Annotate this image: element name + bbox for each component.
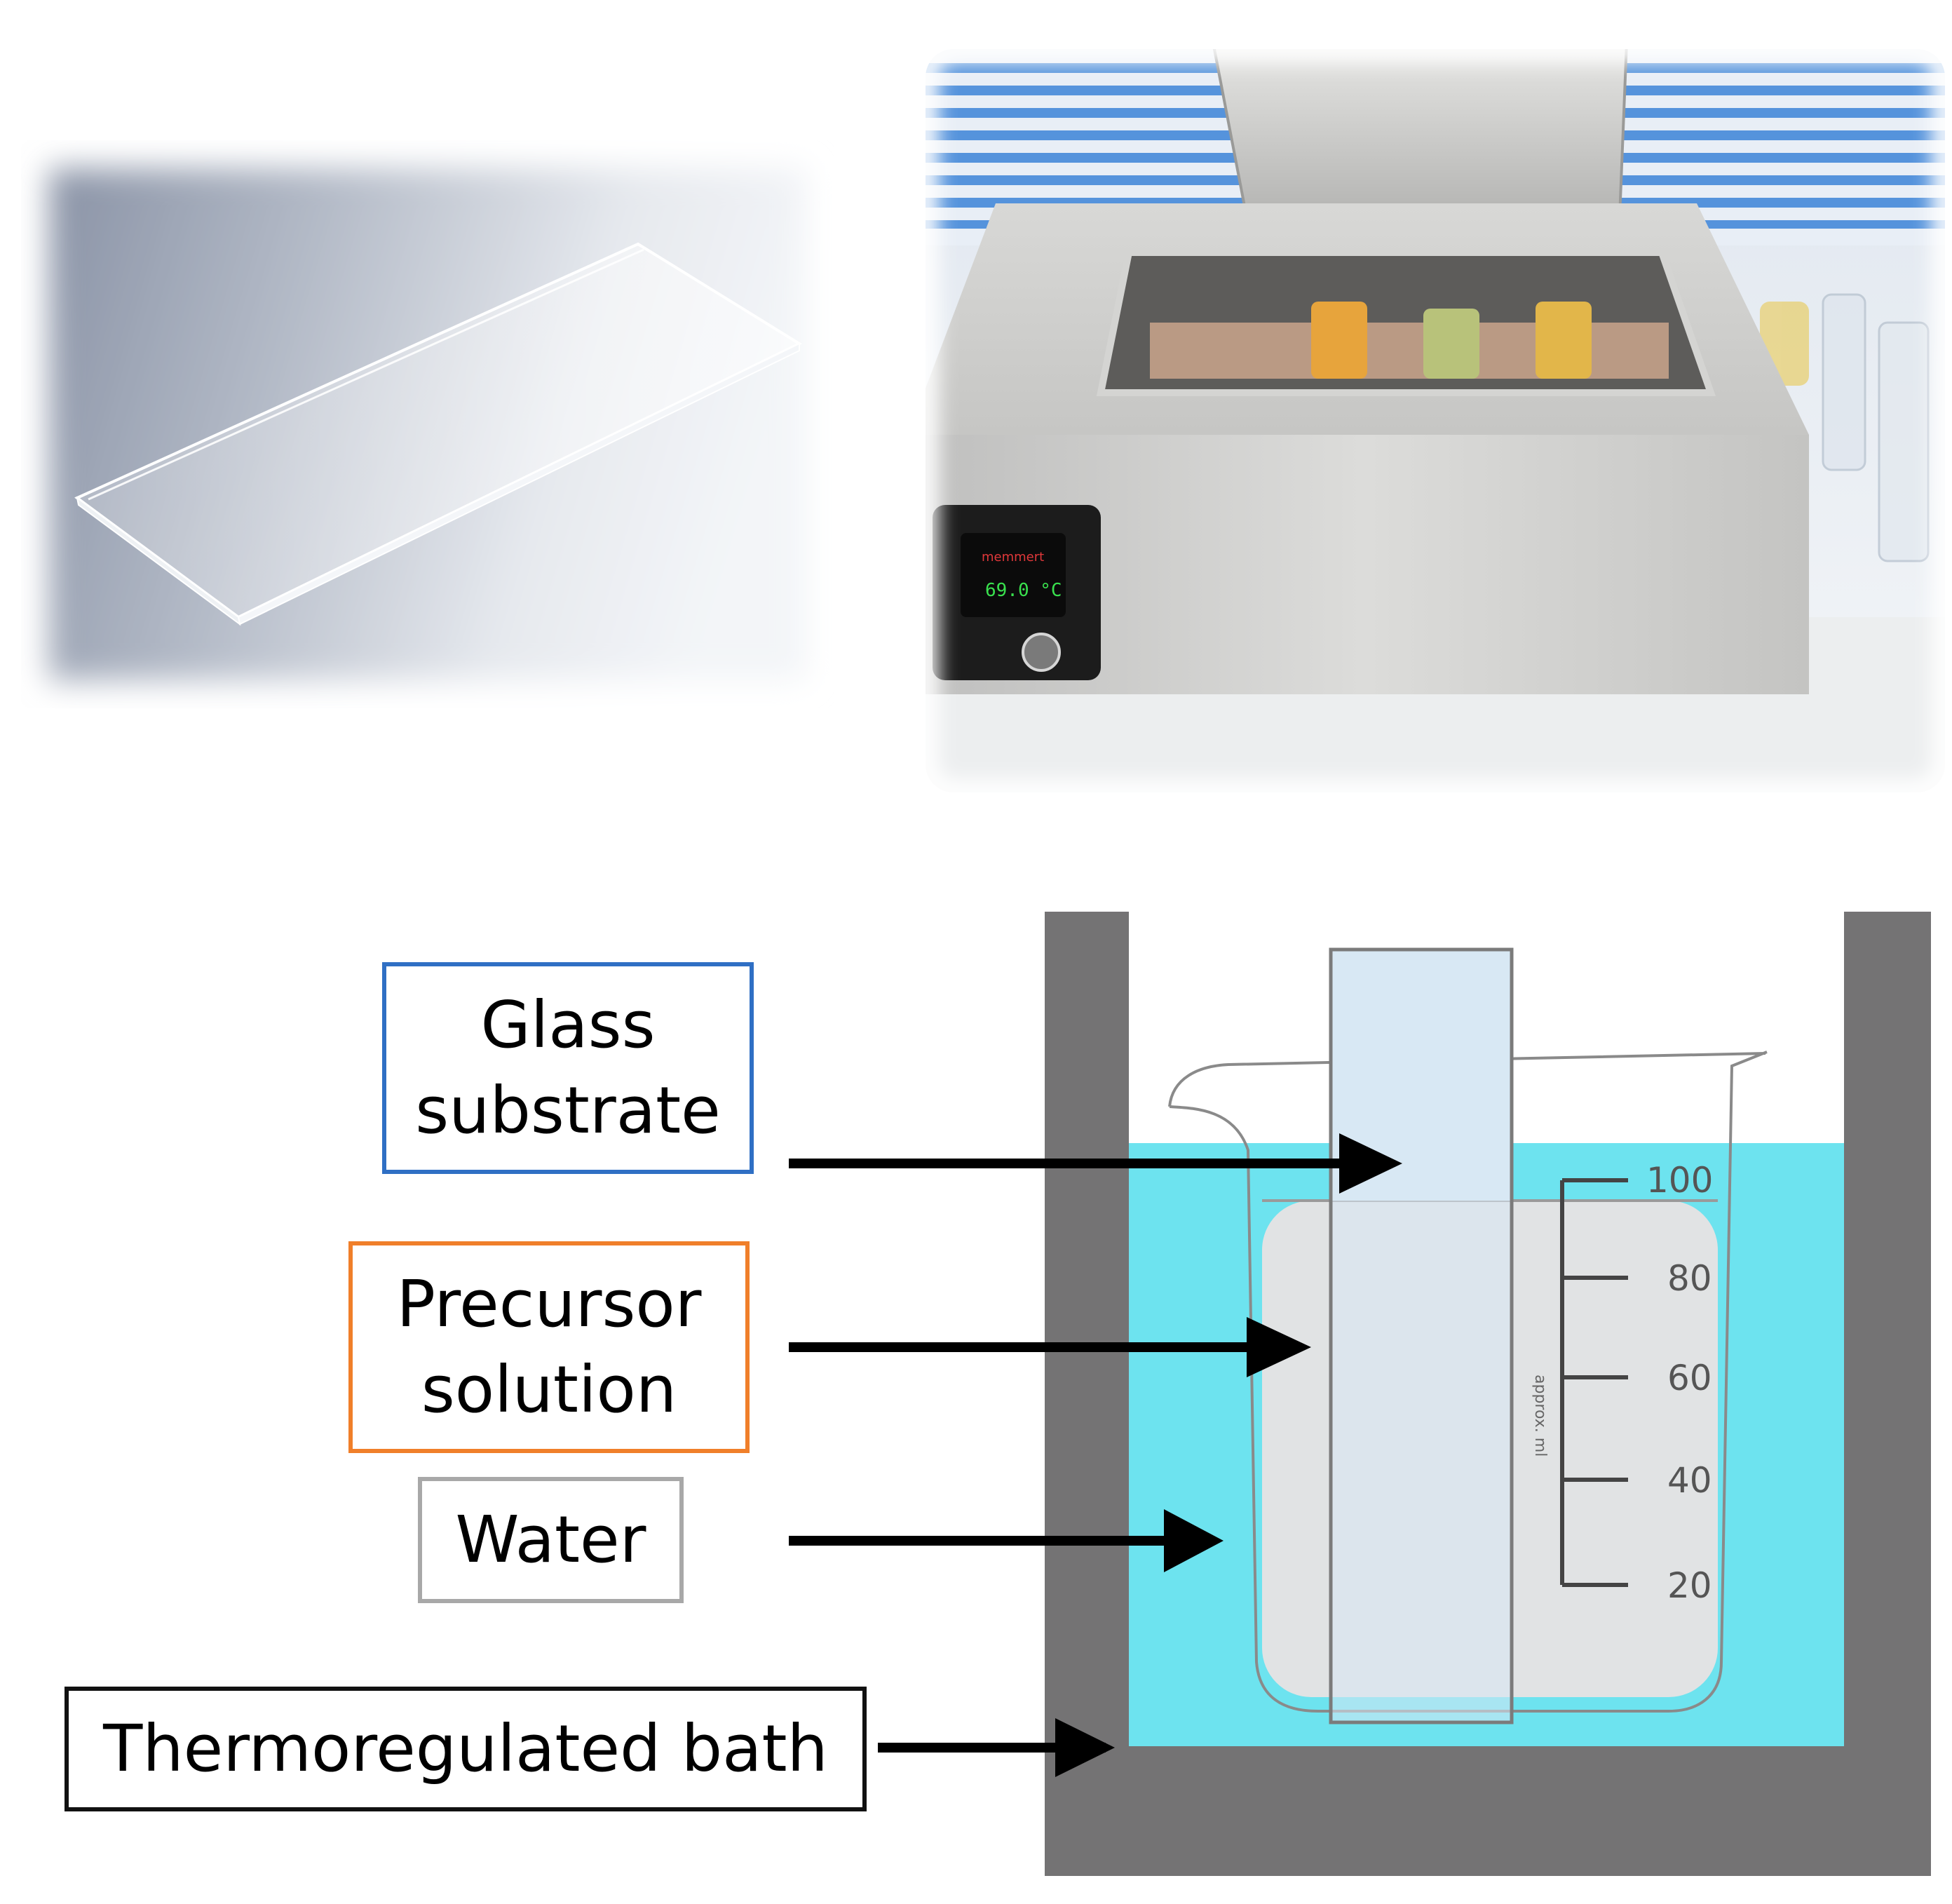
control-knob: [1022, 633, 1061, 672]
label-glass-substrate: Glass substrate: [382, 962, 754, 1174]
thermoregulated-bath-container: [1045, 912, 1931, 1876]
scale-mark-20: 20: [1667, 1565, 1712, 1606]
label-glass-substrate-line-1: Glass: [480, 987, 656, 1062]
control-panel: memmert 69.0 °C: [933, 505, 1101, 680]
label-precursor-solution-line-1: Precursor: [396, 1266, 702, 1342]
bath-left-wall: [1045, 912, 1129, 1876]
bath-body: [926, 435, 1809, 694]
beaker-scale: [1560, 1178, 1628, 1587]
scale-mark-60: 60: [1667, 1358, 1712, 1398]
arrow-thermoregulated-bath: [878, 1718, 1115, 1777]
scale-mark-40: 40: [1667, 1460, 1712, 1501]
arrow-glass-substrate: [789, 1133, 1402, 1194]
sample-jars: [1311, 302, 1592, 379]
svg-text:memmert: memmert: [982, 550, 1044, 565]
label-precursor-solution: Precursor solution: [348, 1241, 750, 1453]
label-precursor-solution-line-2: solution: [421, 1352, 677, 1427]
water-bath-photo: memmert 69.0 °C: [919, 42, 1952, 806]
label-thermoregulated-bath-text: Thermoregulated bath: [103, 1710, 828, 1786]
arrows: [789, 1133, 1402, 1777]
label-glass-substrate-line-2: substrate: [415, 1073, 721, 1148]
glass-slide: [74, 242, 803, 626]
label-thermoregulated-bath: Thermoregulated bath: [65, 1687, 867, 1811]
scale-mark-100: 100: [1646, 1160, 1713, 1201]
glass-substrate-schematic: [1329, 947, 1514, 1724]
beaker-side-text: approx. ml: [1531, 1375, 1549, 1457]
bath-right-wall: [1844, 912, 1931, 1876]
bath-schematic: 100 80 60 40 20 approx. ml: [0, 898, 1952, 1904]
bath-lid: [1211, 49, 1629, 227]
label-water: Water: [418, 1477, 684, 1603]
arrow-precursor-solution: [789, 1317, 1311, 1377]
scale-mark-80: 80: [1667, 1258, 1712, 1299]
arrow-water: [789, 1509, 1224, 1572]
glass-slide-photo: [21, 140, 834, 708]
temperature-display: 69.0 °C: [985, 580, 1062, 601]
bath-floor: [1045, 1746, 1931, 1876]
label-water-text: Water: [455, 1501, 646, 1577]
